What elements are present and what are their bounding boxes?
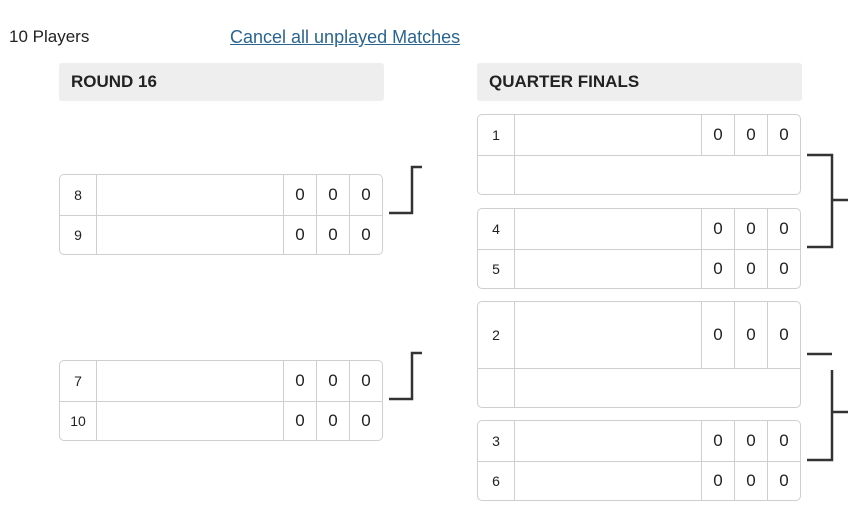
player-seed: 9 xyxy=(60,216,97,254)
player-name[interactable] xyxy=(515,250,701,288)
player-seed: 8 xyxy=(60,175,97,215)
score-cell[interactable]: 0 xyxy=(283,175,316,215)
player-seed xyxy=(478,369,515,407)
score-cell[interactable]: 0 xyxy=(767,302,800,368)
bracket-connector xyxy=(389,351,422,401)
score-cell[interactable]: 0 xyxy=(734,250,767,288)
score-cell[interactable]: 0 xyxy=(349,402,382,440)
qf-match-3: 2 0 0 0 xyxy=(477,301,801,408)
player-name[interactable] xyxy=(97,216,283,254)
match-player-row[interactable]: 5 0 0 0 xyxy=(478,249,800,288)
player-seed xyxy=(478,156,515,194)
bracket-connector xyxy=(389,165,422,215)
match-player-row[interactable]: 1 0 0 0 xyxy=(478,115,800,155)
player-count: 10 Players xyxy=(9,27,90,46)
score-cell[interactable]: 0 xyxy=(701,250,734,288)
bracket-connector xyxy=(807,153,834,249)
score-cell[interactable]: 0 xyxy=(349,216,382,254)
player-seed: 1 xyxy=(478,115,515,155)
score-cell[interactable]: 0 xyxy=(701,462,734,500)
player-name[interactable] xyxy=(515,421,701,461)
score-cell[interactable]: 0 xyxy=(767,462,800,500)
player-name[interactable] xyxy=(515,302,701,368)
score-cell[interactable]: 0 xyxy=(283,402,316,440)
score-cell[interactable]: 0 xyxy=(767,421,800,461)
player-seed: 5 xyxy=(478,250,515,288)
player-name[interactable] xyxy=(515,156,800,194)
bracket-connector xyxy=(807,370,834,462)
score-cell[interactable]: 0 xyxy=(316,175,349,215)
player-seed: 4 xyxy=(478,209,515,249)
match-player-row[interactable]: 6 0 0 0 xyxy=(478,461,800,500)
match-player-row[interactable]: 10 0 0 0 xyxy=(60,401,382,440)
player-seed: 6 xyxy=(478,462,515,500)
score-cell[interactable]: 0 xyxy=(767,209,800,249)
round-16-header: ROUND 16 xyxy=(59,63,384,101)
score-cell[interactable]: 0 xyxy=(734,462,767,500)
score-cell[interactable]: 0 xyxy=(767,250,800,288)
match-player-row[interactable]: 2 0 0 0 xyxy=(478,302,800,368)
cancel-unplayed-matches-link[interactable]: Cancel all unplayed Matches xyxy=(230,27,461,47)
score-cell[interactable]: 0 xyxy=(283,361,316,401)
qf-match-4: 3 0 0 0 6 0 0 0 xyxy=(477,420,801,501)
match-player-row[interactable]: 8 0 0 0 xyxy=(60,175,382,215)
player-seed: 10 xyxy=(60,402,97,440)
score-cell[interactable]: 0 xyxy=(701,302,734,368)
player-seed: 7 xyxy=(60,361,97,401)
player-name[interactable] xyxy=(97,175,283,215)
player-name[interactable] xyxy=(515,462,701,500)
player-name[interactable] xyxy=(97,361,283,401)
player-name[interactable] xyxy=(515,369,800,407)
score-cell[interactable]: 0 xyxy=(734,421,767,461)
player-name[interactable] xyxy=(97,402,283,440)
score-cell[interactable]: 0 xyxy=(701,209,734,249)
score-cell[interactable]: 0 xyxy=(734,302,767,368)
match-player-row[interactable]: 7 0 0 0 xyxy=(60,361,382,401)
quarter-finals-header: QUARTER FINALS xyxy=(477,63,802,101)
round16-match-2: 7 0 0 0 10 0 0 0 xyxy=(59,360,383,441)
qf-match-2: 4 0 0 0 5 0 0 0 xyxy=(477,208,801,289)
score-cell[interactable]: 0 xyxy=(349,361,382,401)
match-player-row-empty[interactable] xyxy=(478,155,800,194)
player-name[interactable] xyxy=(515,209,701,249)
score-cell[interactable]: 0 xyxy=(349,175,382,215)
qf-match-1: 1 0 0 0 xyxy=(477,114,801,195)
player-seed: 2 xyxy=(478,302,515,368)
player-seed: 3 xyxy=(478,421,515,461)
match-player-row[interactable]: 4 0 0 0 xyxy=(478,209,800,249)
match-player-row-empty[interactable] xyxy=(478,368,800,407)
score-cell[interactable]: 0 xyxy=(734,115,767,155)
score-cell[interactable]: 0 xyxy=(316,361,349,401)
score-cell[interactable]: 0 xyxy=(283,216,316,254)
score-cell[interactable]: 0 xyxy=(316,216,349,254)
match-player-row[interactable]: 3 0 0 0 xyxy=(478,421,800,461)
score-cell[interactable]: 0 xyxy=(701,115,734,155)
score-cell[interactable]: 0 xyxy=(701,421,734,461)
score-cell[interactable]: 0 xyxy=(767,115,800,155)
match-player-row[interactable]: 9 0 0 0 xyxy=(60,215,382,254)
score-cell[interactable]: 0 xyxy=(734,209,767,249)
round16-match-1: 8 0 0 0 9 0 0 0 xyxy=(59,174,383,255)
score-cell[interactable]: 0 xyxy=(316,402,349,440)
player-name[interactable] xyxy=(515,115,701,155)
